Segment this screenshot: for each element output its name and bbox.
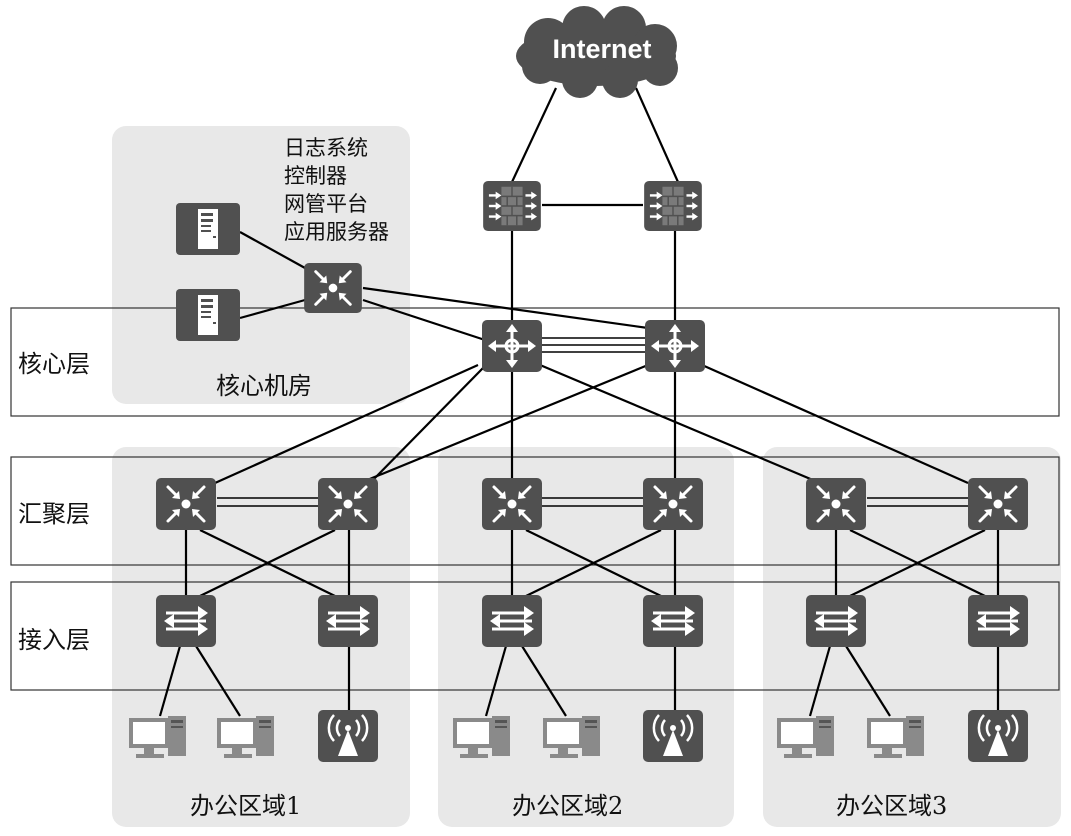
server-role-label: 网管平台 (284, 192, 368, 216)
access-switch-icon[interactable] (318, 595, 378, 647)
aggregation-switch-icon[interactable] (303, 263, 363, 313)
aggregation-switch-icon[interactable] (643, 478, 703, 530)
access-switch-icon[interactable] (806, 595, 866, 647)
wireless-ap-icon[interactable] (643, 710, 703, 762)
core-room-area (112, 126, 410, 404)
aggregation-switch-icon[interactable] (968, 478, 1028, 530)
core-room-label: 核心机房 (216, 372, 312, 400)
access-switch-icon[interactable] (156, 595, 216, 647)
aggregation-switch-icon[interactable] (482, 478, 542, 530)
server-icon[interactable] (176, 289, 240, 341)
layer-outlines (10, 307, 1060, 691)
aggregation-layer-label: 汇聚层 (18, 500, 90, 528)
core-layer-box (10, 307, 1060, 417)
aggregation-switch-icon[interactable] (806, 478, 866, 530)
server-icon[interactable] (176, 203, 240, 255)
server-role-label: 应用服务器 (284, 220, 389, 244)
aggregation-switch-icon[interactable] (318, 478, 378, 530)
access-switch-icon[interactable] (482, 595, 542, 647)
aggregation-switch-icon[interactable] (156, 478, 216, 530)
access-switch-icon[interactable] (968, 595, 1028, 647)
server-role-label: 日志系统 (284, 136, 368, 160)
office-zone-label: 办公区域3 (836, 792, 948, 820)
wireless-ap-icon[interactable] (968, 710, 1028, 762)
access-switch-icon[interactable] (643, 595, 703, 647)
core-layer-label: 核心层 (18, 350, 90, 378)
access-layer-box (10, 581, 1060, 691)
internet-label: Internet (552, 34, 652, 64)
access-layer-label: 接入层 (18, 626, 90, 654)
server-role-label: 控制器 (284, 164, 347, 188)
core-switch-icon[interactable] (645, 320, 705, 372)
wireless-ap-icon[interactable] (318, 710, 378, 762)
firewall-icon[interactable] (643, 181, 703, 231)
office-zone-label: 办公区域2 (512, 792, 624, 820)
office-zone-label: 办公区域1 (190, 792, 302, 820)
internet-cloud-icon (516, 6, 678, 98)
firewall-icon[interactable] (482, 181, 542, 231)
aggregation-layer-box (10, 456, 1060, 566)
links (158, 87, 1000, 717)
core-switch-icon[interactable] (482, 320, 542, 372)
